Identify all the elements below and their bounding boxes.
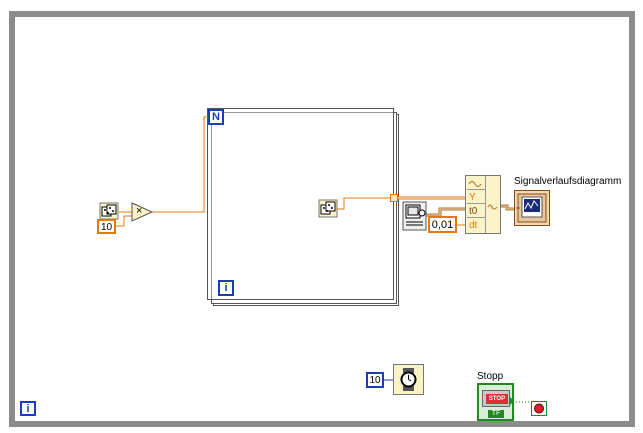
numeric-constant[interactable]: 10: [97, 219, 116, 234]
input-y[interactable]: Y: [467, 191, 485, 204]
random-number-icon[interactable]: [99, 202, 119, 220]
build-waveform-node[interactable]: Y t0 dt: [465, 175, 501, 234]
stop-button-face: STOP: [482, 390, 510, 407]
for-loop-frame[interactable]: [207, 108, 394, 300]
count-terminal[interactable]: N: [208, 109, 224, 125]
stop-button-terminal[interactable]: STOP TF: [477, 383, 514, 421]
waveform-chart-terminal[interactable]: [514, 190, 550, 226]
input-dt[interactable]: dt: [469, 220, 478, 231]
multiply-symbol: ×: [136, 205, 143, 217]
chart-label: Signalverlaufsdiagramm: [514, 176, 622, 187]
divider: [485, 176, 486, 233]
random-number-icon[interactable]: [318, 199, 338, 218]
wait-constant[interactable]: 10: [366, 372, 384, 388]
waveform-icon: [487, 199, 499, 210]
for-iteration-terminal[interactable]: i: [218, 280, 234, 296]
while-iteration-terminal[interactable]: i: [20, 401, 36, 416]
multiply-icon[interactable]: ×: [131, 202, 154, 222]
stop-tf: TF: [488, 410, 504, 418]
loop-tunnel[interactable]: [390, 194, 398, 202]
dt-constant[interactable]: 0,01: [428, 216, 457, 233]
stop-button-text: STOP: [486, 394, 508, 404]
wait-ms-icon[interactable]: [393, 364, 424, 395]
input-t0[interactable]: t0: [467, 205, 485, 218]
waveform-icon: [467, 177, 485, 190]
loop-condition-icon[interactable]: [531, 401, 547, 416]
output-arrow-icon: [510, 397, 514, 405]
stop-label: Stopp: [477, 371, 504, 382]
timestamp-icon[interactable]: [402, 201, 427, 231]
